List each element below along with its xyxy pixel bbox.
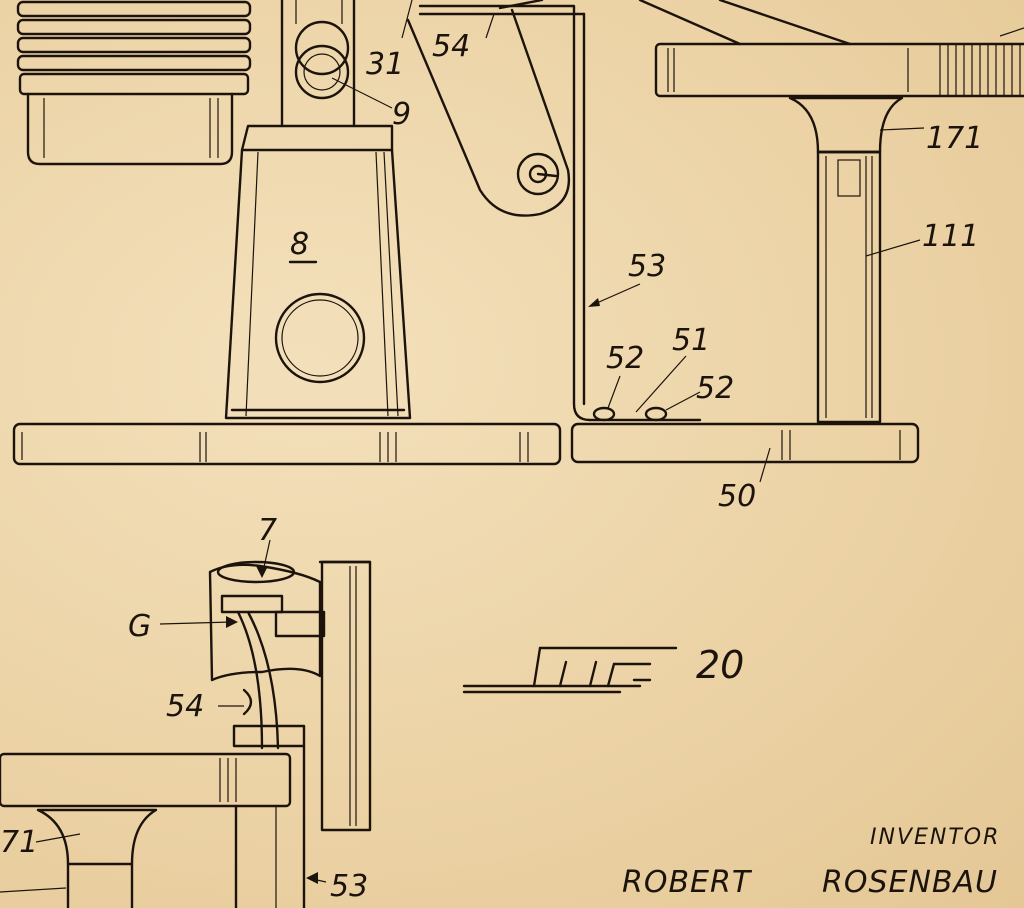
label-53-bottom: 53 bbox=[330, 869, 368, 904]
label-G: G bbox=[128, 609, 151, 644]
label-8: 8 bbox=[290, 227, 309, 262]
figure-number: 20 bbox=[696, 643, 744, 687]
label-54-bottom: 54 bbox=[166, 689, 204, 724]
label-52-right: 52 bbox=[696, 371, 734, 406]
base-block-8 bbox=[224, 124, 412, 420]
label-111: 111 bbox=[922, 219, 979, 254]
leader-lines-bottom bbox=[0, 539, 327, 893]
label-53-top: 53 bbox=[628, 249, 666, 284]
label-171-bottom: 71 bbox=[0, 825, 38, 860]
contact-bumps-52 bbox=[592, 406, 668, 422]
label-50: 50 bbox=[718, 479, 756, 514]
pedestal-column bbox=[788, 96, 904, 424]
inventor-last-name: ROSENBAU bbox=[822, 865, 998, 900]
leader-lines-top bbox=[331, 0, 1024, 483]
bottom-assembly bbox=[0, 560, 372, 908]
inventor-first-name: ROBERT bbox=[622, 865, 753, 900]
label-9: 9 bbox=[392, 97, 411, 132]
label-31: 31 bbox=[366, 47, 404, 82]
inventor-heading: INVENTOR bbox=[870, 825, 1000, 850]
post-assembly bbox=[280, 0, 356, 128]
label-51: 51 bbox=[672, 323, 710, 358]
label-7: 7 bbox=[258, 513, 277, 548]
turntable-disk bbox=[638, 0, 1024, 98]
ribbed-cylinder bbox=[16, 0, 252, 166]
label-54-top: 54 bbox=[432, 29, 470, 64]
figure-mark bbox=[462, 646, 678, 694]
label-52-left: 52 bbox=[606, 341, 644, 376]
left-base-plate bbox=[12, 422, 562, 466]
label-171-top: 171 bbox=[926, 121, 983, 156]
pivot-arm bbox=[406, 0, 702, 422]
right-base-plate-50 bbox=[570, 422, 920, 464]
